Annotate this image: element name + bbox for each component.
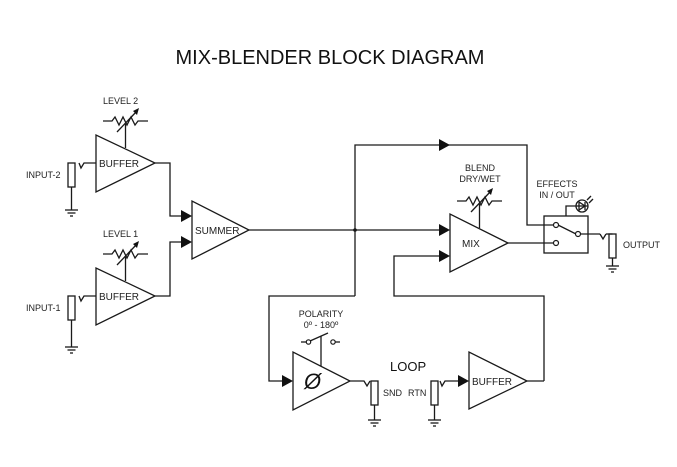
return-jack: RTN xyxy=(408,380,459,427)
input-1-label: INPUT-1 xyxy=(26,303,61,313)
input-2-jack: INPUT-2 xyxy=(26,162,96,217)
buffer-1-label: BUFFER xyxy=(99,292,139,303)
arrow-icon xyxy=(439,139,450,151)
input-1-jack: INPUT-1 xyxy=(26,295,96,354)
summer: SUMMER xyxy=(191,199,251,261)
loop-buffer: BUFFER xyxy=(468,350,529,411)
output-label: OUTPUT xyxy=(623,240,661,250)
led-icon xyxy=(575,195,594,213)
summer-label: SUMMER xyxy=(195,226,239,237)
buffer-2: BUFFER xyxy=(95,133,157,194)
level-1-label: LEVEL 1 xyxy=(103,229,138,239)
ground-icon xyxy=(65,209,78,217)
polarity-label: POLARITY xyxy=(299,309,344,319)
rtn-label: RTN xyxy=(408,388,426,398)
level-2-pot: LEVEL 2 xyxy=(103,96,148,148)
loop-label: LOOP xyxy=(390,359,426,374)
ground-icon xyxy=(606,265,619,273)
input-2-label: INPUT-2 xyxy=(26,170,61,180)
mix-label: MIX xyxy=(462,239,480,250)
ground-icon xyxy=(65,346,78,354)
diagram-title: MIX-BLENDER BLOCK DIAGRAM xyxy=(176,47,485,69)
output-jack: OUTPUT xyxy=(599,233,661,273)
in-out-label: IN / OUT xyxy=(539,190,575,200)
arrow-icon xyxy=(282,375,293,387)
effects-switch[interactable]: EFFECTS IN / OUT xyxy=(536,179,600,254)
arrow-icon xyxy=(439,224,450,236)
arrow-icon xyxy=(181,210,192,222)
level-1-pot: LEVEL 1 xyxy=(103,229,148,281)
buffer-2-label: BUFFER xyxy=(99,159,139,170)
polarity-inverter: Ø xyxy=(292,350,352,412)
ground-icon xyxy=(368,419,381,427)
arrow-icon xyxy=(458,375,469,387)
mix: MIX xyxy=(449,212,510,274)
loop-buffer-label: BUFFER xyxy=(472,377,512,388)
arrow-icon xyxy=(181,236,192,248)
dry-wet-label: DRY/WET xyxy=(459,174,501,184)
ground-icon xyxy=(428,419,441,427)
buffer-1: BUFFER xyxy=(95,266,157,327)
arrow-icon xyxy=(439,250,450,262)
polarity-range-label: 0º - 180º xyxy=(304,320,339,330)
level-2-label: LEVEL 2 xyxy=(103,96,138,106)
send-jack: SND xyxy=(368,380,403,427)
effects-label: EFFECTS xyxy=(536,179,577,189)
polarity-switch[interactable]: POLARITY 0º - 180º xyxy=(299,309,344,366)
polarity-symbol: Ø xyxy=(303,369,323,394)
blend-label: BLEND xyxy=(465,163,496,173)
blend-pot: BLEND DRY/WET xyxy=(457,163,502,228)
snd-label: SND xyxy=(383,388,403,398)
